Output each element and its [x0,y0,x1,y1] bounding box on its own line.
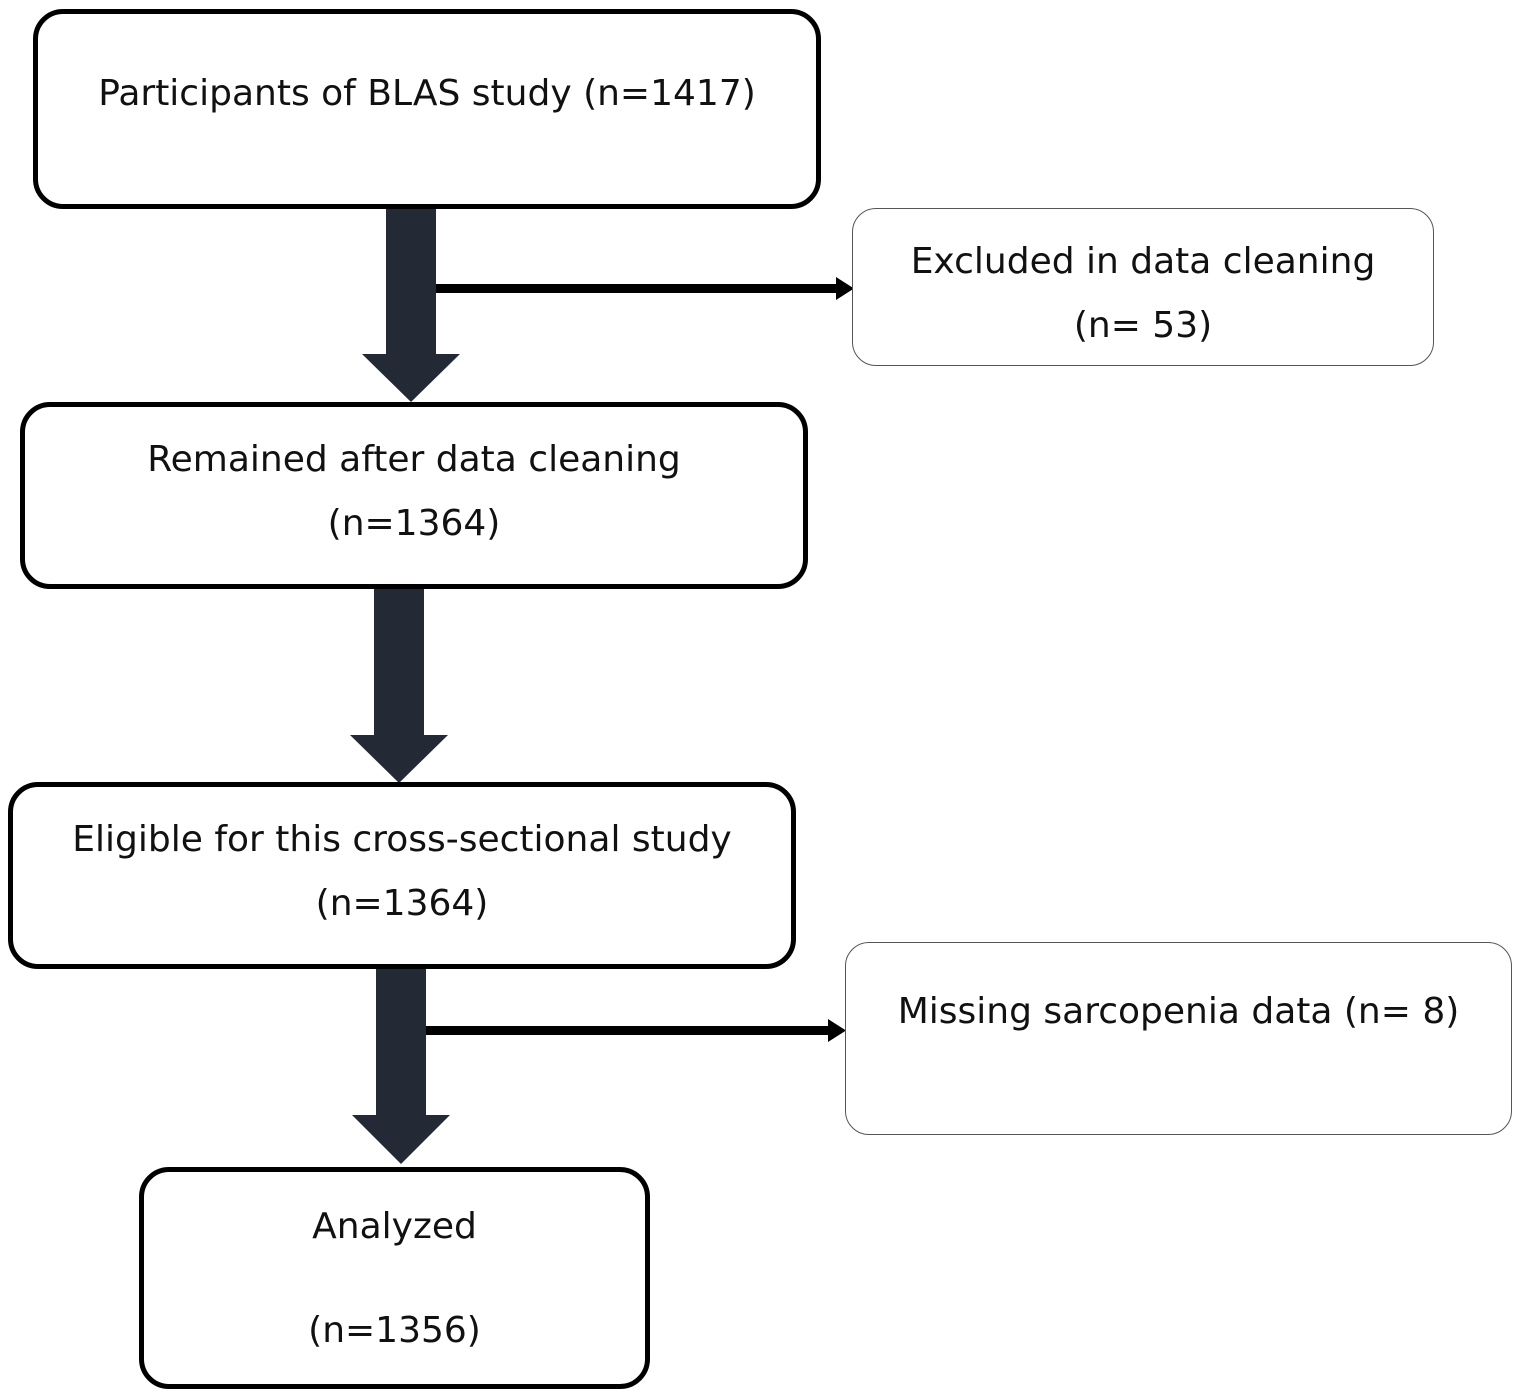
missing-box: Missing sarcopenia data (n= 8) [845,942,1512,1135]
remained-text: Remained after data cleaning [147,439,681,480]
side-arrow-missing [426,1019,846,1042]
remained-count: (n=1364) [327,503,501,545]
remained-box: Remained after data cleaning (n=1364) [20,402,808,589]
analyzed-count: (n=1356) [308,1310,481,1352]
down-arrow-2 [350,587,448,783]
eligible-box: Eligible for this cross-sectional study … [8,782,796,969]
side-arrow-excluded [436,277,854,300]
missing-text: Missing sarcopenia data (n= 8) [897,991,1460,1032]
eligible-text: Eligible for this cross-sectional study [72,819,732,860]
down-arrow-1 [362,208,460,402]
excluded-count: (n= 53) [1073,305,1213,347]
excluded-text: Excluded in data cleaning [910,241,1376,282]
excluded-box: Excluded in data cleaning (n= 53) [852,208,1434,366]
participants-box: Participants of BLAS study (n=1417) [33,9,821,209]
eligible-count: (n=1364) [315,883,489,925]
participants-text: Participants of BLAS study (n=1417) [98,73,756,114]
down-arrow-3 [352,967,450,1164]
analyzed-box: Analyzed (n=1356) [139,1167,650,1389]
analyzed-text: Analyzed [312,1206,477,1247]
